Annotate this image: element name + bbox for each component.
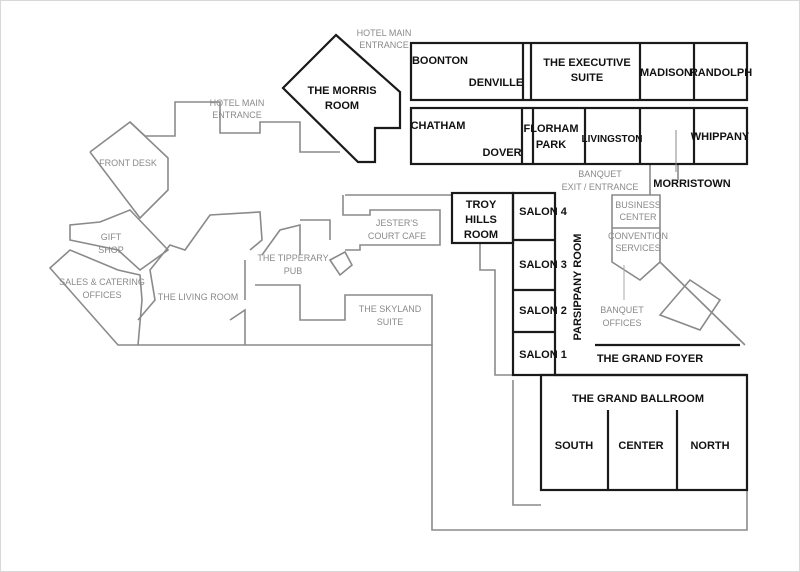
label-hotel-main-entrance: HOTEL MAIN — [210, 98, 265, 108]
label-skyland-suite: SUITE — [377, 317, 404, 327]
room-salon-1[interactable]: SALON 1 — [519, 349, 567, 361]
room-dover[interactable]: DOVER — [482, 147, 521, 159]
room-morristown[interactable]: MORRISTOWN — [653, 178, 730, 190]
room-grand-ballroom[interactable]: THE GRAND BALLROOM — [572, 393, 704, 405]
room-florham-park[interactable]: PARK — [536, 139, 566, 151]
room-ballroom-center[interactable]: CENTER — [618, 440, 663, 452]
room-randolph[interactable]: RANDOLPH — [690, 67, 752, 79]
room-whippany[interactable]: WHIPPANY — [691, 131, 750, 143]
room-executive-suite[interactable]: SUITE — [571, 72, 603, 84]
room-executive-suite[interactable]: THE EXECUTIVE — [543, 57, 630, 69]
label-skyland-suite: THE SKYLAND — [359, 304, 422, 314]
label-banquet-offices: OFFICES — [602, 318, 641, 328]
event-room-labels: BOONTON DENVILLE THE EXECUTIVE SUITE MAD… — [307, 55, 752, 452]
label-business-center: CENTER — [619, 212, 657, 222]
room-troy-hills[interactable]: HILLS — [465, 214, 497, 226]
label-hotel-main-entrance: HOTEL MAIN — [357, 28, 412, 38]
label-jesters-court-cafe: JESTER'S — [376, 218, 418, 228]
room-troy-hills[interactable]: ROOM — [464, 229, 498, 241]
room-florham-park[interactable]: FLORHAM — [524, 123, 579, 135]
label-convention-services: CONVENTION — [608, 231, 668, 241]
room-salon-2[interactable]: SALON 2 — [519, 305, 567, 317]
label-front-desk: FRONT DESK — [99, 158, 157, 168]
event-rooms-outline — [281, 33, 749, 492]
label-hotel-main-entrance: ENTRANCE — [359, 40, 409, 50]
room-livingston[interactable]: LIVINGSTON — [582, 134, 643, 145]
room-troy-hills[interactable]: TROY — [466, 199, 497, 211]
room-salon-4[interactable]: SALON 4 — [519, 206, 568, 218]
label-sales-catering: SALES & CATERING — [59, 277, 145, 287]
room-salon-3[interactable]: SALON 3 — [519, 259, 567, 271]
room-boonton[interactable]: BOONTON — [412, 55, 468, 67]
label-gift-shop: GIFT — [101, 232, 122, 242]
label-hotel-main-entrance: ENTRANCE — [212, 110, 262, 120]
label-convention-services: SERVICES — [615, 243, 660, 253]
label-living-room: THE LIVING ROOM — [158, 292, 239, 302]
room-madison[interactable]: MADISON — [640, 67, 692, 79]
label-banquet-exit: EXIT / ENTRANCE — [562, 182, 639, 192]
room-ballroom-north[interactable]: NORTH — [690, 440, 729, 452]
room-morris[interactable]: THE MORRIS — [307, 85, 376, 97]
room-parsippany[interactable]: PARSIPPANY ROOM — [572, 234, 584, 341]
label-sales-catering: OFFICES — [82, 290, 121, 300]
room-denville[interactable]: DENVILLE — [469, 77, 523, 89]
public-areas-outline — [48, 101, 748, 531]
room-grand-foyer[interactable]: THE GRAND FOYER — [597, 353, 703, 365]
label-tipperary-pub: THE TIPPERARY — [257, 253, 328, 263]
room-morris[interactable]: ROOM — [325, 100, 359, 112]
label-tipperary-pub: PUB — [284, 266, 303, 276]
label-banquet-offices: BANQUET — [600, 305, 644, 315]
label-gift-shop: SHOP — [98, 245, 124, 255]
label-banquet-exit: BANQUET — [578, 169, 622, 179]
facility-labels: HOTEL MAIN ENTRANCE HOTEL MAIN ENTRANCE … — [59, 28, 668, 328]
room-ballroom-south[interactable]: SOUTH — [555, 440, 594, 452]
room-chatham[interactable]: CHATHAM — [411, 120, 466, 132]
label-business-center: BUSINESS — [615, 200, 661, 210]
label-jesters-court-cafe: COURT CAFE — [368, 231, 426, 241]
